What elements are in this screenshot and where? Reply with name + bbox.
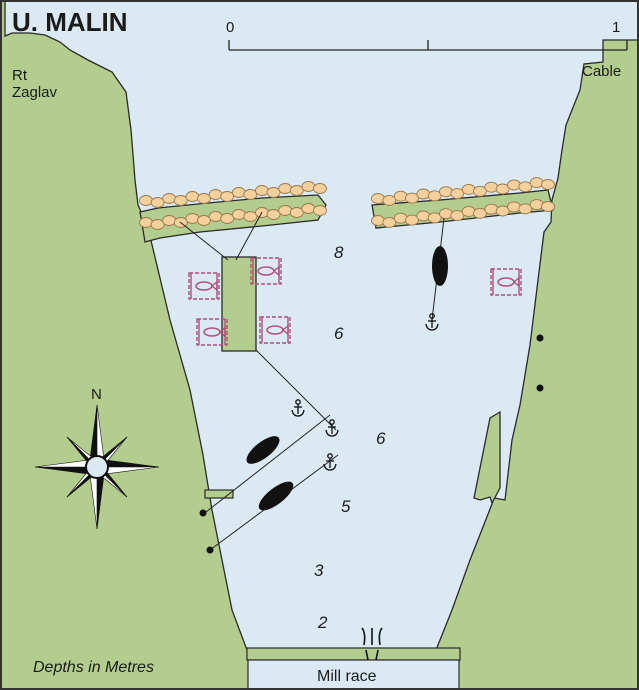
breakwater-rock [371,215,385,226]
breakwater-rock [231,187,246,198]
breakwater-rock [473,185,487,197]
mooring-buoy [199,509,207,517]
breakwater-rock [231,209,246,220]
breakwater-rock [541,201,555,212]
breakwater-right [371,177,555,229]
breakwater-rock [278,183,293,194]
depth-sounding: 8 [334,243,344,262]
breakwater-rock [439,208,453,220]
breakwater-rock [427,190,442,202]
map-title: U. MALIN [12,7,128,37]
breakwater-rock [150,219,165,230]
breakwater-rock [484,181,499,193]
breakwater-rock [162,193,177,204]
breakwater-rock [301,203,316,214]
breakwater-rock [541,179,555,190]
slipway [473,410,501,505]
depth-sounding: 2 [317,613,328,632]
breakwater-rock [473,207,487,219]
depth-sounding: 3 [314,561,324,580]
breakwater-rock [162,215,177,226]
moored-boat-2 [246,436,280,464]
mill-race-channel [247,659,460,690]
breakwater-rock [139,195,153,206]
mill-race-bank [246,647,461,661]
breakwater-rock [266,187,281,198]
breakwater-rock [289,185,304,196]
moored-boat-3 [258,481,294,511]
breakwater-rock [495,183,510,195]
breakwater-rock [416,210,431,222]
breakwater-rock [255,185,269,196]
headland-label-rt: Rt [12,67,28,84]
depth-sounding: 5 [341,497,351,516]
breakwater-rock [208,211,223,222]
breakwater-rock [529,177,544,189]
compass-rose [34,404,160,530]
breakwater-rock [461,205,476,217]
breakwater-rock [173,195,188,206]
breakwater-rock [405,192,419,204]
breakwater-rock [450,210,465,222]
scale-bar [228,40,628,51]
scale-end-label: 1 [612,19,620,36]
depth-sounding: 6 [376,429,386,448]
breakwater-rock [150,197,165,208]
small-jetty [204,489,234,499]
breakwater-rock [507,201,521,213]
mooring-buoys [199,334,544,554]
boat-group [246,246,448,511]
breakwater-rock [301,181,316,192]
breakwater-rock [495,205,510,217]
scale-unit-label: Cable [582,63,621,80]
breakwater-rock [197,215,211,226]
depth-units-note: Depths in Metres [33,659,154,676]
breakwater-rock [220,191,235,202]
breakwater-rock [266,209,281,220]
breakwater-rock [382,194,397,206]
breakwater-rock [278,205,293,216]
breakwater-rock [416,188,431,200]
breakwater-rock [484,203,499,215]
compass-north-label: N [91,386,102,403]
breakwater-rock [243,189,258,200]
mooring-buoy [536,384,544,392]
breakwater-rock [427,212,442,224]
breakwater-rock [518,203,533,215]
headland-label-zaglav: Zaglav [12,84,58,101]
breakwater-rock [439,186,453,198]
breakwater-rock [393,212,408,224]
breakwater-rock [393,190,408,202]
breakwater-rock [243,211,258,222]
breakwater-rock [461,183,476,195]
breakwater-rock [529,199,544,211]
depth-sounding: 6 [334,324,344,343]
sluice-icon [361,627,383,661]
mill-race-label: Mill race [317,668,377,685]
breakwater-rock [313,183,327,194]
breakwater-rock [518,181,533,193]
breakwater-rock [450,188,465,200]
breakwater-rock [197,193,211,204]
scale-start-label: 0 [226,19,234,36]
mooring-buoy [206,546,214,554]
breakwater-rock [208,189,223,200]
breakwater-rock [289,207,304,218]
mooring-buoy [536,334,544,342]
breakwater-rock [220,213,235,224]
breakwater-rock [507,179,521,191]
breakwater-rock [139,217,153,228]
breakwater-rock [313,205,327,216]
breakwater-rock [185,191,200,202]
breakwater-rock [371,193,385,204]
moored-boat-1 [432,246,448,286]
breakwater-left [139,181,327,243]
breakwater-rock [382,216,397,228]
breakwater-rock [185,213,200,224]
breakwater-rock [405,214,419,226]
